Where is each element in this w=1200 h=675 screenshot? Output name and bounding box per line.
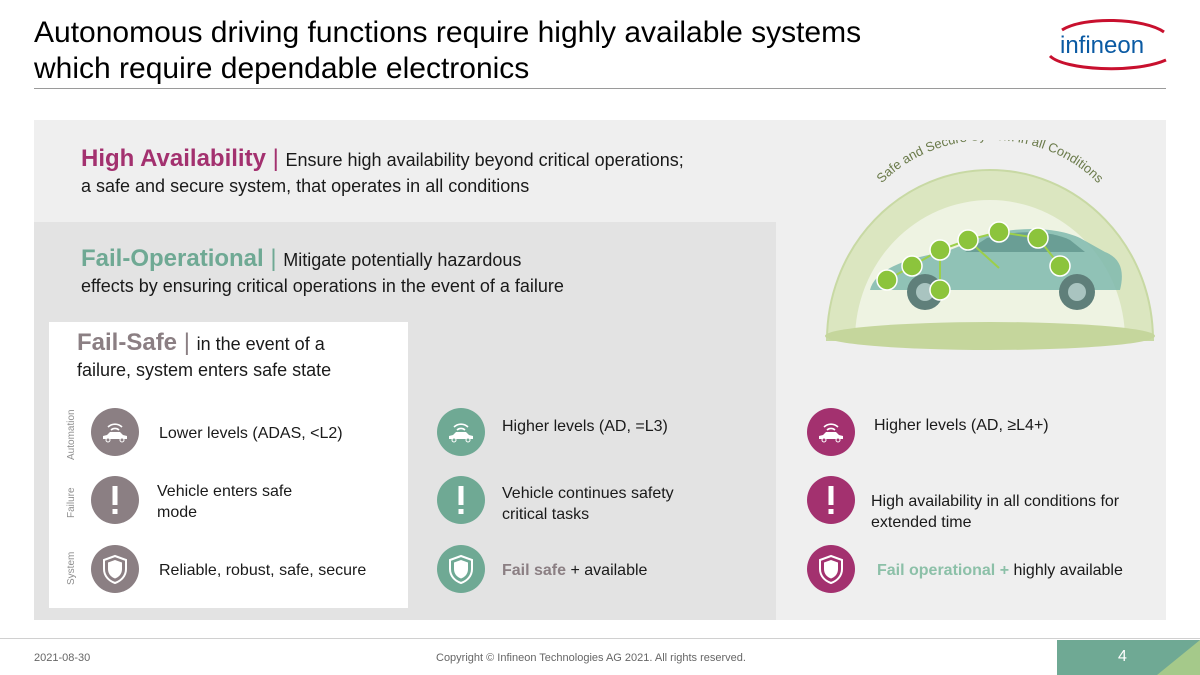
fail-safe-failure-line-1: Vehicle enters safe bbox=[157, 483, 293, 500]
fail-operational-heading: Fail-Operational | Mitigate potentially … bbox=[81, 246, 731, 299]
fail-operational-desc-1: Mitigate potentially hazardous bbox=[283, 250, 522, 270]
title-line-1: Autonomous driving functions require hig… bbox=[34, 16, 862, 49]
exclamation-icon bbox=[437, 476, 485, 524]
car-wireless-icon bbox=[91, 408, 139, 456]
row-label-failure: Failure bbox=[66, 487, 77, 518]
exclamation-icon bbox=[807, 476, 855, 524]
fail-safe-system-text: Reliable, robust, safe, secure bbox=[159, 562, 367, 579]
fail-operational-system-text: Fail safe + available bbox=[502, 560, 647, 581]
page-number-badge bbox=[1057, 640, 1200, 675]
high-availability-system-rest: highly available bbox=[1009, 562, 1123, 579]
page-number: 4 bbox=[1118, 648, 1127, 665]
separator: | bbox=[263, 245, 284, 272]
fail-operational-desc-2: effects by ensuring critical operations … bbox=[81, 276, 564, 296]
infineon-logo: infineon bbox=[1044, 16, 1168, 72]
footer-date: 2021-08-30 bbox=[34, 652, 91, 664]
footer-divider bbox=[0, 638, 1200, 639]
fail-safe-desc-1: in the event of a bbox=[196, 334, 325, 354]
high-availability-desc-1: Ensure high availability beyond critical… bbox=[285, 150, 684, 170]
title-line-2: which require dependable electronics bbox=[34, 52, 530, 85]
fail-safe-title: Fail-Safe bbox=[77, 329, 178, 356]
separator: | bbox=[177, 329, 197, 356]
fail-safe-desc-2: failure, system enters safe state bbox=[77, 360, 332, 380]
fail-safe-failure-text: Vehicle enters safe mode bbox=[157, 481, 357, 523]
high-availability-failure-text: High availability in all conditions for … bbox=[871, 491, 1161, 533]
fail-safe-automation-text: Lower levels (ADAS, <L2) bbox=[159, 425, 343, 442]
shield-icon bbox=[437, 545, 485, 593]
exclamation-icon bbox=[91, 476, 139, 524]
row-label-automation: Automation bbox=[66, 409, 77, 460]
high-availability-failure-line-2: extended time bbox=[871, 514, 972, 531]
fail-operational-failure-line-2: critical tasks bbox=[502, 506, 590, 523]
logo-wordmark: infineon bbox=[1060, 32, 1144, 59]
fail-operational-failure-line-1: Vehicle continues safety bbox=[502, 485, 674, 502]
fail-operational-system-rest: + available bbox=[566, 562, 648, 579]
fail-safe-failure-line-2: mode bbox=[157, 504, 198, 521]
shield-icon bbox=[807, 545, 855, 593]
car-wireless-icon bbox=[437, 408, 485, 456]
fail-safe-heading: Fail-Safe | in the event of a failure, s… bbox=[77, 330, 397, 383]
footer-copyright: Copyright © Infineon Technologies AG 202… bbox=[436, 652, 746, 664]
high-availability-heading: High Availability | Ensure high availabi… bbox=[81, 146, 781, 199]
shield-icon bbox=[91, 545, 139, 593]
safe-secure-dome-illustration: Safe and Secure System in all Conditions bbox=[815, 128, 1165, 360]
separator: | bbox=[265, 145, 286, 172]
fail-operational-highlight: Fail operational + bbox=[877, 562, 1010, 579]
fail-operational-automation-text: Higher levels (AD, =L3) bbox=[502, 418, 668, 435]
fail-operational-title: Fail-Operational bbox=[81, 245, 264, 272]
car-wireless-icon bbox=[807, 408, 855, 456]
high-availability-title: High Availability bbox=[81, 145, 266, 172]
slide-title: Autonomous driving functions require hig… bbox=[34, 15, 994, 87]
high-availability-system-text: Fail operational + highly available bbox=[877, 560, 1123, 581]
high-availability-failure-line-1: High availability in all conditions for bbox=[871, 493, 1120, 510]
title-divider bbox=[34, 88, 1166, 89]
fail-operational-failure-text: Vehicle continues safety critical tasks bbox=[502, 483, 742, 525]
fail-safe-highlight: Fail safe bbox=[502, 562, 567, 579]
row-label-system: System bbox=[66, 551, 77, 585]
high-availability-automation-text: Higher levels (AD, ≥L4+) bbox=[874, 417, 1049, 434]
high-availability-desc-2: a safe and secure system, that operates … bbox=[81, 176, 530, 196]
